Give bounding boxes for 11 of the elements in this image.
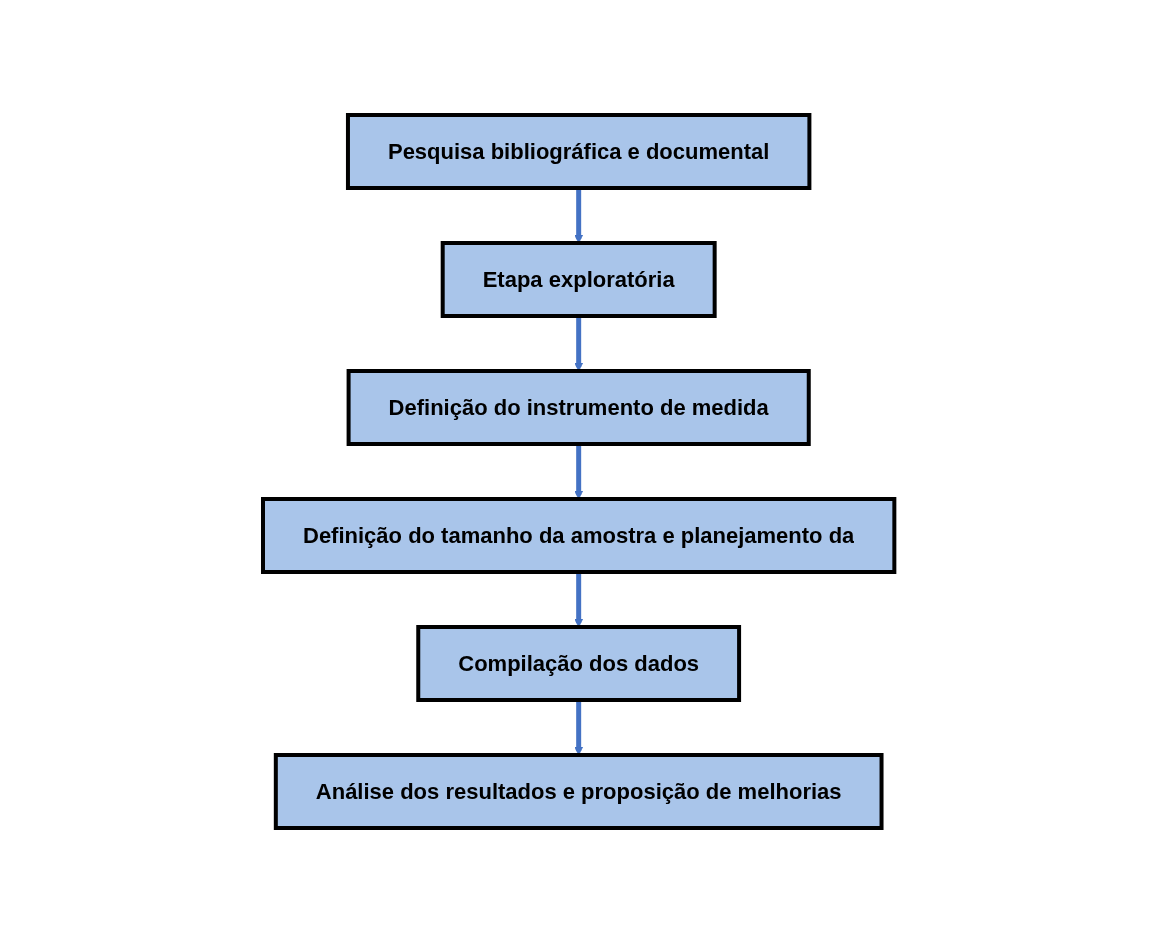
node-box: Etapa exploratória [441,240,717,318]
arrow [574,699,584,755]
arrow [574,571,584,627]
arrow [574,187,584,243]
node-box: Análise dos resultados e proposição de melhorias [274,752,884,830]
node-box: Definição do instrumento de medida [346,368,812,446]
arrow [574,315,584,371]
node-box: Compilação dos dados [416,624,742,702]
arrow [574,443,584,499]
node-box: Pesquisa bibliográfica e documental [346,112,812,190]
node-box: Definição do tamanho da amostra e planejamento da [261,496,897,574]
